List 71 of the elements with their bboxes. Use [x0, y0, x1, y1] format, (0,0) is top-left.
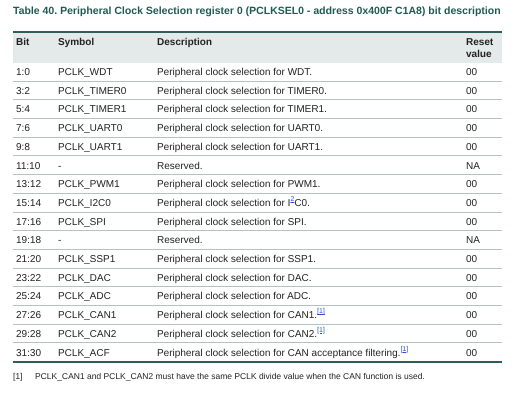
table-cell: 00: [466, 310, 478, 322]
column-header: Symbol: [58, 37, 94, 49]
table-cell: Peripheral clock selection for I$^{2}$C0.: [157, 198, 310, 210]
table-cell: 00: [466, 179, 478, 192]
footnote-text: PCLK_CAN1 and PCLK_CAN2 must have the same PCLK divide value when the CAN function is used.: [35, 371, 425, 382]
table-cell: Peripheral clock selection for DAC.: [157, 272, 312, 285]
table-cell: 31:30: [16, 348, 42, 360]
column-header: Reset value: [466, 37, 494, 61]
table-cell: PCLK_TIMER0: [58, 86, 126, 98]
table-cell: PCLK_WDT: [58, 67, 112, 79]
table-cell: 5:4: [16, 104, 30, 116]
table-cell: Peripheral clock selection for CAN1.$^{[1]}$: [157, 310, 325, 322]
table-cell: 00: [466, 86, 478, 98]
table-cell: Peripheral clock selection for CAN2.$^{[1]}$: [157, 328, 325, 341]
table-cell: PCLK_SSP1: [58, 254, 116, 266]
table-cell: 3:2: [16, 86, 30, 98]
table-cell: 00: [466, 348, 478, 360]
table-cell: NA: [466, 235, 480, 248]
table-cell: 00: [466, 254, 478, 266]
table-cell: 27:26: [16, 310, 42, 322]
table-cell: -: [58, 160, 62, 172]
table-cell: PCLK_ACF: [58, 348, 110, 360]
table-cell: 00: [466, 328, 478, 341]
table-cell: Reserved.: [157, 235, 203, 248]
table-cell: PCLK_SPI: [58, 216, 106, 229]
table-cell: 00: [466, 142, 478, 154]
table-cell: 1:0: [16, 67, 30, 79]
table-cell: 25:24: [16, 291, 42, 304]
table-cell: -: [58, 235, 62, 248]
table-cell: PCLK_CAN1: [58, 310, 116, 322]
table-cell: 23:22: [16, 272, 42, 285]
table-cell: 15:14: [16, 198, 42, 210]
table-title: Table 40. Peripheral Clock Selection register 0 (PCLKSEL0 - address 0x400F C1A8) bit description: [13, 4, 502, 18]
table-cell: 00: [466, 123, 478, 136]
table-cell: Peripheral clock selection for UART1.: [157, 142, 323, 154]
table-cell: 13:12: [16, 179, 42, 192]
table-cell: 00: [466, 104, 478, 116]
table-cell: PCLK_PWM1: [58, 179, 120, 192]
footnote-marker: [1]: [13, 371, 22, 382]
column-header: Description: [157, 37, 212, 49]
table-cell: Peripheral clock selection for SPI.: [157, 216, 307, 229]
table-cell: 19:18: [16, 235, 42, 248]
table-cell: 00: [466, 198, 478, 210]
table-cell: PCLK_ADC: [58, 291, 111, 304]
table-cell: Peripheral clock selection for TIMER0.: [157, 86, 327, 98]
table-cell: Peripheral clock selection for PWM1.: [157, 179, 320, 192]
column-header: Bit: [16, 37, 30, 49]
table-cell: Peripheral clock selection for ADC.: [157, 291, 311, 304]
table-cell: 7:6: [16, 123, 30, 136]
table-cell: Peripheral clock selection for WDT.: [157, 67, 312, 79]
table-cell: 00: [466, 67, 478, 79]
table-cell: 00: [466, 216, 478, 229]
table-cell: NA: [466, 160, 480, 172]
table-cell: Peripheral clock selection for TIMER1.: [157, 104, 327, 116]
table-cell: 00: [466, 272, 478, 285]
table-cell: Peripheral clock selection for CAN acceptance filtering.$^{[1]}$: [157, 348, 408, 360]
table-cell: PCLK_CAN2: [58, 328, 116, 341]
table-cell: 11:10: [16, 160, 40, 172]
table-cell: PCLK_DAC: [58, 272, 111, 285]
table-cell: 21:20: [16, 254, 42, 266]
table-cell: PCLK_UART1: [58, 142, 122, 154]
table-cell: 00: [466, 291, 478, 304]
table-cell: 29:28: [16, 328, 42, 341]
table-cell: Peripheral clock selection for SSP1.: [157, 254, 316, 266]
table-cell: PCLK_UART0: [58, 123, 122, 136]
table-cell: 17:16: [16, 216, 42, 229]
table-cell: PCLK_I2C0: [58, 198, 111, 210]
table-cell: 9:8: [16, 142, 30, 154]
table-cell: Reserved.: [157, 160, 203, 172]
table-cell: Peripheral clock selection for UART0.: [157, 123, 323, 136]
table-cell: PCLK_TIMER1: [58, 104, 126, 116]
